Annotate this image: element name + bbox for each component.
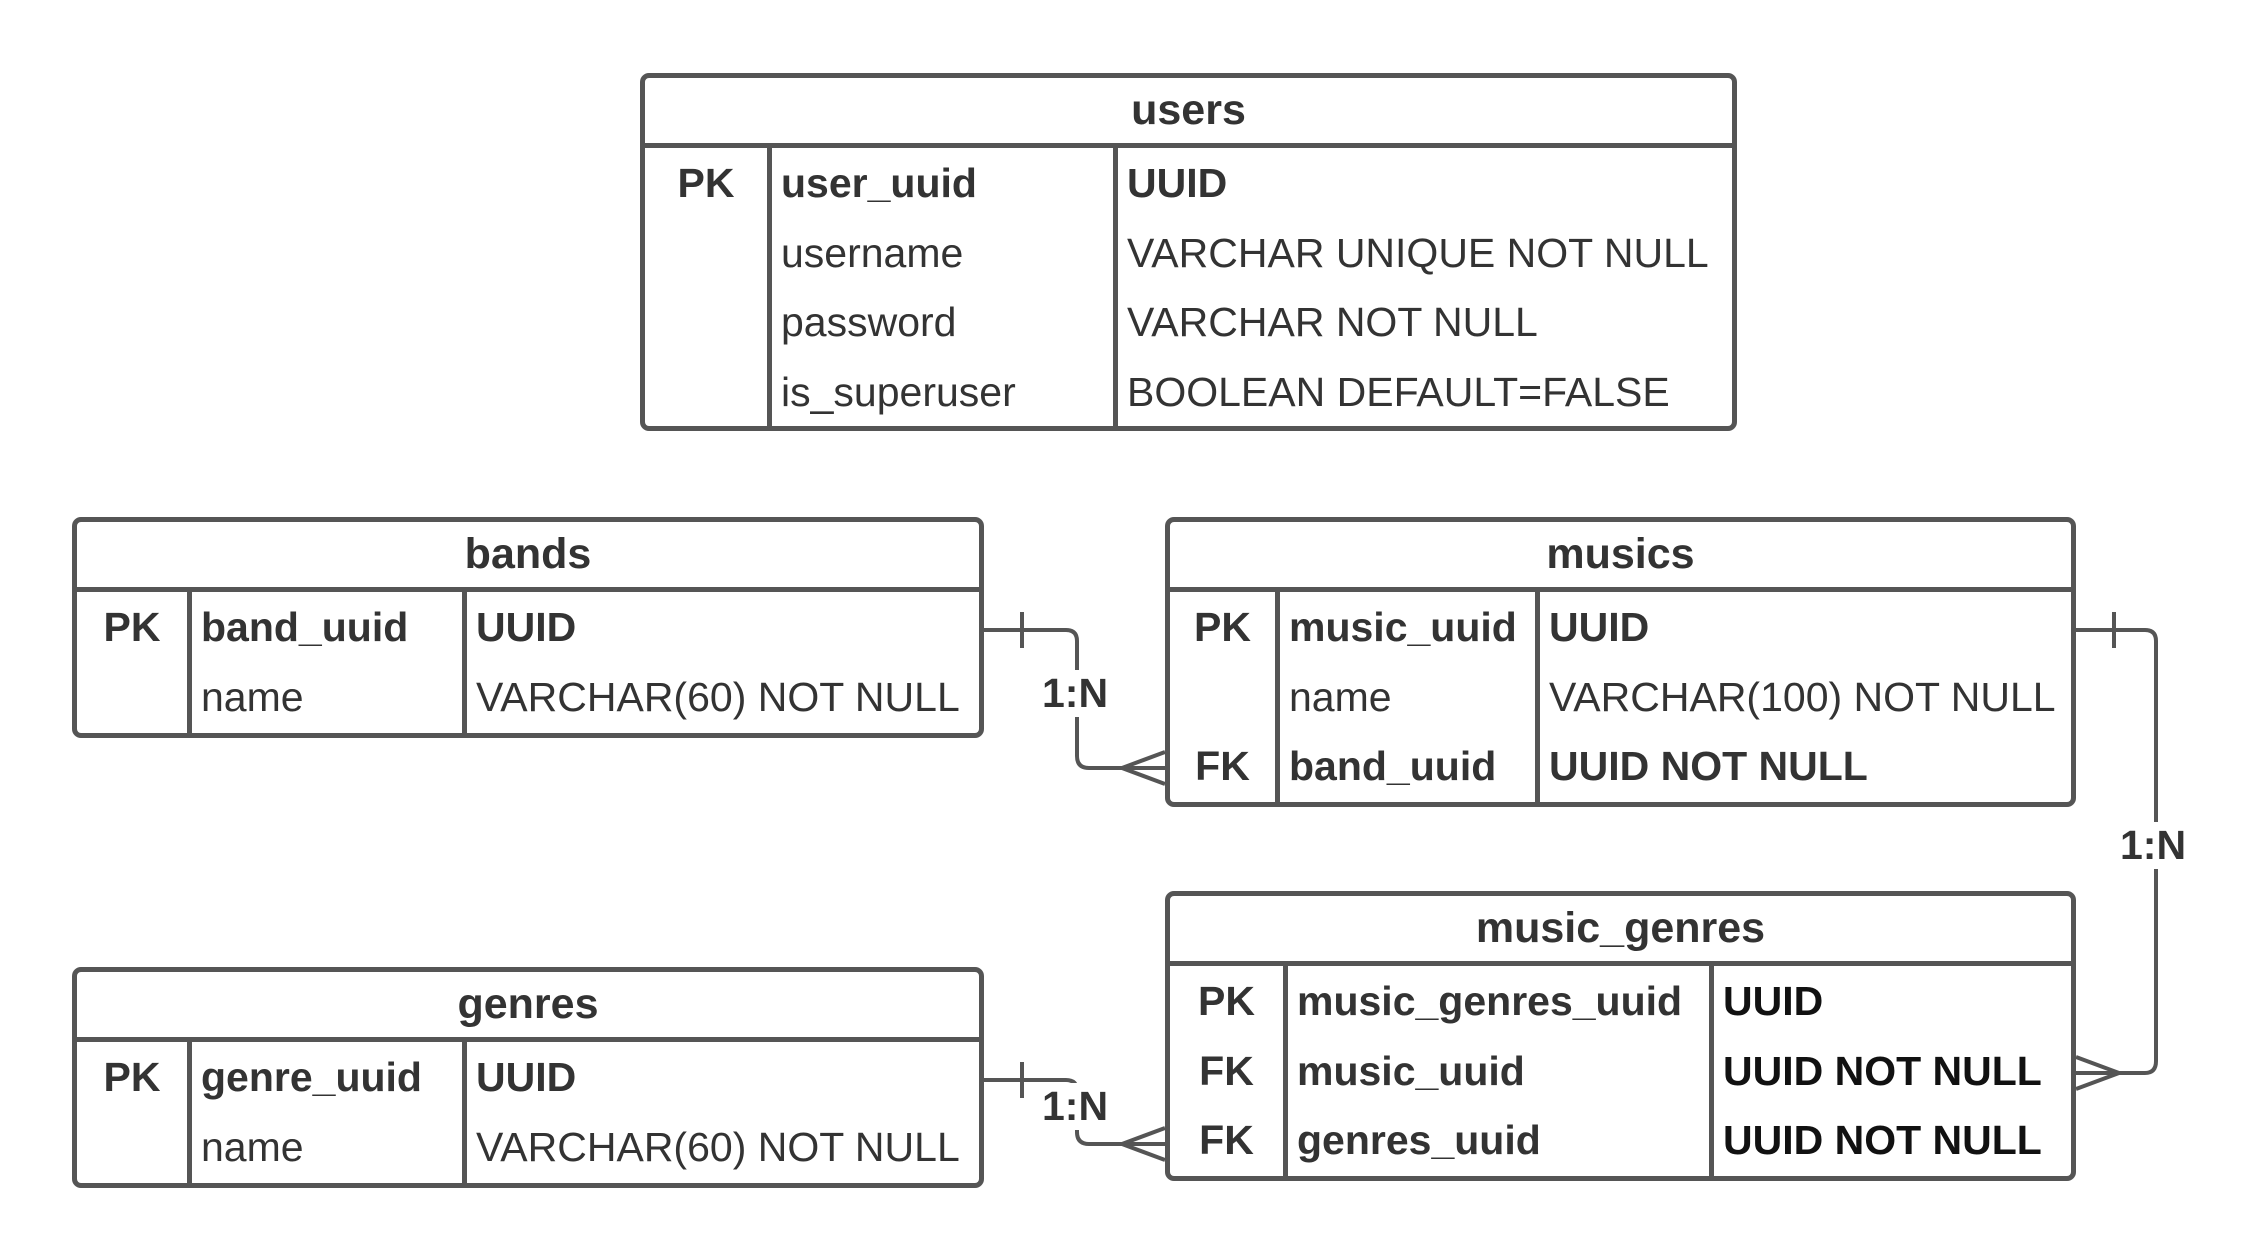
field-cell: is_superuser — [781, 368, 1016, 415]
table-title: users — [645, 78, 1732, 148]
type-cell: VARCHAR(100) NOT NULL — [1549, 673, 2056, 720]
key-cell: PK — [677, 160, 735, 206]
relation-cardinality: 1:N — [1040, 1083, 1111, 1130]
field-cell: music_genres_uuid — [1297, 978, 1683, 1024]
key-cell: PK — [1194, 604, 1251, 650]
type-cell: UUID — [476, 604, 577, 650]
key-cell: PK — [1198, 978, 1255, 1024]
field-cell: music_uuid — [1297, 1047, 1525, 1094]
field-cell: name — [1289, 673, 1392, 720]
key-cell: PK — [103, 1054, 161, 1100]
table-title: musics — [1170, 522, 2071, 592]
field-cell: band_uuid — [201, 604, 409, 650]
field-cell: name — [201, 1123, 304, 1170]
field-cell: user_uuid — [781, 160, 977, 206]
type-cell: BOOLEAN DEFAULT=FALSE — [1127, 368, 1670, 415]
key-cell: PK — [103, 604, 161, 650]
type-cell: UUID NOT NULL — [1723, 1117, 2042, 1163]
type-cell: UUID NOT NULL — [1723, 1047, 2042, 1094]
relation-cardinality: 1:N — [1040, 670, 1111, 717]
music-genres-table: music_genres PK FK FK music_genres_uuid … — [1165, 891, 2076, 1181]
type-cell: UUID — [1723, 978, 1824, 1024]
key-cell: FK — [1199, 1117, 1254, 1163]
field-cell: genres_uuid — [1297, 1117, 1541, 1163]
type-cell: UUID — [476, 1054, 577, 1100]
relation-cardinality: 1:N — [2118, 822, 2189, 869]
field-cell: band_uuid — [1289, 743, 1497, 789]
type-cell: UUID NOT NULL — [1549, 743, 1868, 789]
type-cell: VARCHAR(60) NOT NULL — [476, 673, 960, 720]
field-cell: name — [201, 673, 304, 720]
type-cell: VARCHAR NOT NULL — [1127, 299, 1538, 345]
genres-table: genres PK genre_uuid name UUID VARCHAR(6… — [72, 967, 984, 1188]
type-cell: UUID — [1127, 160, 1228, 206]
key-cell: FK — [1199, 1047, 1254, 1094]
field-cell: username — [781, 229, 964, 276]
field-cell: password — [781, 299, 957, 345]
type-cell: VARCHAR(60) NOT NULL — [476, 1123, 960, 1170]
users-table: users PK user_uuid username password is_… — [640, 73, 1737, 431]
type-cell: UUID — [1549, 604, 1650, 650]
musics-table: musics PK FK music_uuid name band_uuid U… — [1165, 517, 2076, 807]
type-cell: VARCHAR UNIQUE NOT NULL — [1127, 229, 1709, 276]
table-title: music_genres — [1170, 896, 2071, 966]
field-cell: music_uuid — [1289, 604, 1517, 650]
table-title: genres — [77, 972, 979, 1042]
field-cell: genre_uuid — [201, 1054, 422, 1100]
bands-table: bands PK band_uuid name UUID VARCHAR(60)… — [72, 517, 984, 738]
key-cell: FK — [1195, 743, 1250, 789]
table-title: bands — [77, 522, 979, 592]
